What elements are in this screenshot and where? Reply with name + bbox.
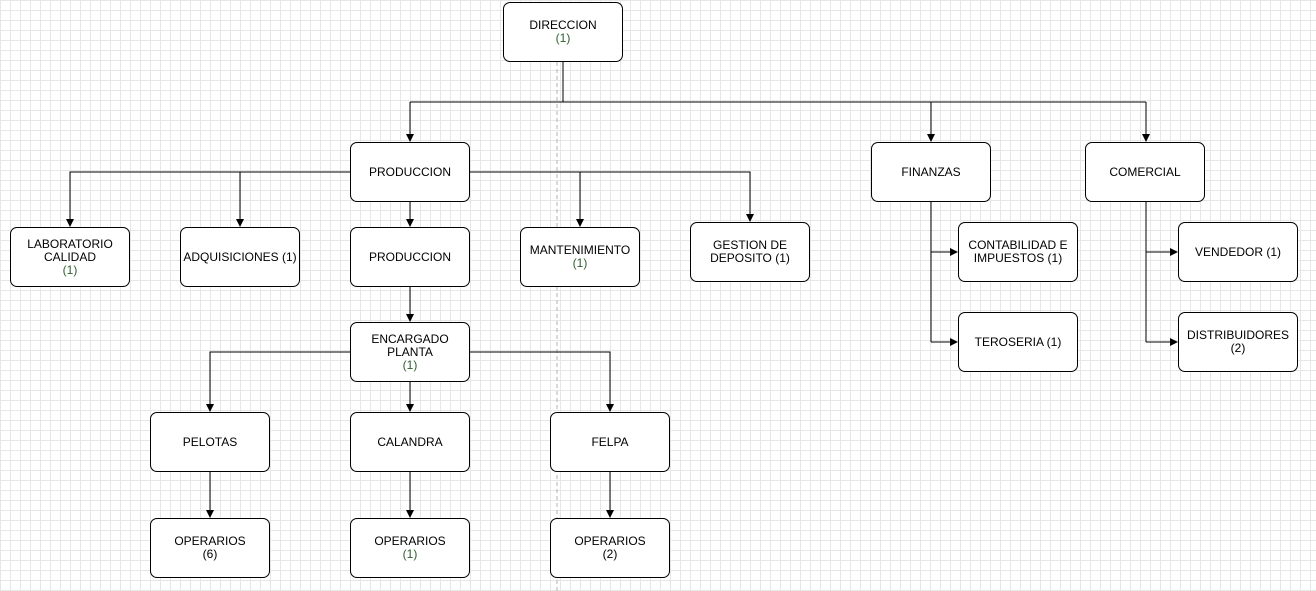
node-label: FINANZAS bbox=[901, 164, 961, 179]
node-direccion[interactable]: DIRECCION (1) bbox=[503, 2, 623, 62]
node-count: (1) bbox=[62, 262, 78, 277]
node-teroseria[interactable]: TEROSERIA (1) bbox=[958, 312, 1078, 372]
node-count: (2) bbox=[602, 547, 618, 561]
node-label: ADQUISICIONES (1) bbox=[183, 249, 297, 264]
edge-to-felpa bbox=[470, 351, 614, 412]
node-calandra[interactable]: CALANDRA bbox=[350, 412, 470, 472]
node-laboratorio-calidad[interactable]: LABORATORIO CALIDAD (1) bbox=[10, 227, 130, 287]
node-operarios-calandra[interactable]: OPERARIOS (1) bbox=[350, 518, 470, 578]
node-count: (1) bbox=[402, 357, 418, 372]
node-count: (1) bbox=[555, 31, 571, 45]
node-operarios-felpa[interactable]: OPERARIOS (2) bbox=[550, 518, 670, 578]
node-label: MANTENIMIENTO bbox=[529, 243, 631, 257]
node-produccion-sub[interactable]: PRODUCCION bbox=[350, 227, 470, 287]
node-gestion-deposito[interactable]: GESTION DE DEPOSITO (1) bbox=[690, 222, 810, 282]
edge-to-gestion bbox=[580, 171, 754, 222]
node-vendedor[interactable]: VENDEDOR (1) bbox=[1178, 222, 1298, 282]
node-finanzas[interactable]: FINANZAS bbox=[871, 142, 991, 202]
node-adquisiciones[interactable]: ADQUISICIONES (1) bbox=[180, 227, 300, 287]
node-pelotas[interactable]: PELOTAS bbox=[150, 412, 270, 472]
edge-to-laboratorio bbox=[66, 171, 350, 227]
node-label: PELOTAS bbox=[182, 434, 238, 449]
node-produccion[interactable]: PRODUCCION bbox=[350, 142, 470, 202]
node-label: CONTABILIDAD E IMPUESTOS (1) bbox=[968, 238, 1068, 265]
node-label: OPERARIOS bbox=[374, 534, 446, 548]
node-count: (1) bbox=[572, 256, 588, 270]
node-label: DISTRIBUIDORES bbox=[1186, 328, 1289, 342]
node-label: OPERARIOS bbox=[174, 534, 246, 548]
node-count: (2) bbox=[1230, 341, 1246, 355]
node-count: (6) bbox=[202, 547, 218, 561]
node-label: LABORATORIO CALIDAD bbox=[27, 236, 113, 264]
node-label: DIRECCION bbox=[529, 18, 597, 32]
node-distribuidores[interactable]: DISTRIBUIDORES (2) bbox=[1178, 312, 1298, 372]
node-label: CALANDRA bbox=[377, 434, 443, 449]
node-label: ENCARGADO PLANTA bbox=[371, 331, 449, 359]
node-label: VENDEDOR (1) bbox=[1194, 244, 1281, 259]
node-label: GESTION DE DEPOSITO (1) bbox=[710, 238, 790, 265]
edge-to-mantenimiento bbox=[470, 171, 584, 227]
node-felpa[interactable]: FELPA bbox=[550, 412, 670, 472]
node-label: TEROSERIA (1) bbox=[974, 334, 1062, 349]
edge-to-pelotas bbox=[206, 351, 350, 412]
node-label: OPERARIOS bbox=[574, 534, 646, 548]
node-comercial[interactable]: COMERCIAL bbox=[1085, 142, 1205, 202]
node-label: FELPA bbox=[591, 434, 629, 449]
node-label: COMERCIAL bbox=[1109, 164, 1181, 179]
node-encargado-planta[interactable]: ENCARGADO PLANTA (1) bbox=[350, 322, 470, 382]
node-count: (1) bbox=[402, 547, 418, 561]
node-mantenimiento[interactable]: MANTENIMIENTO (1) bbox=[520, 227, 640, 287]
node-label: PRODUCCION bbox=[368, 249, 451, 264]
node-operarios-pelotas[interactable]: OPERARIOS (6) bbox=[150, 518, 270, 578]
node-contabilidad[interactable]: CONTABILIDAD E IMPUESTOS (1) bbox=[958, 222, 1078, 282]
node-label: PRODUCCION bbox=[368, 164, 451, 179]
